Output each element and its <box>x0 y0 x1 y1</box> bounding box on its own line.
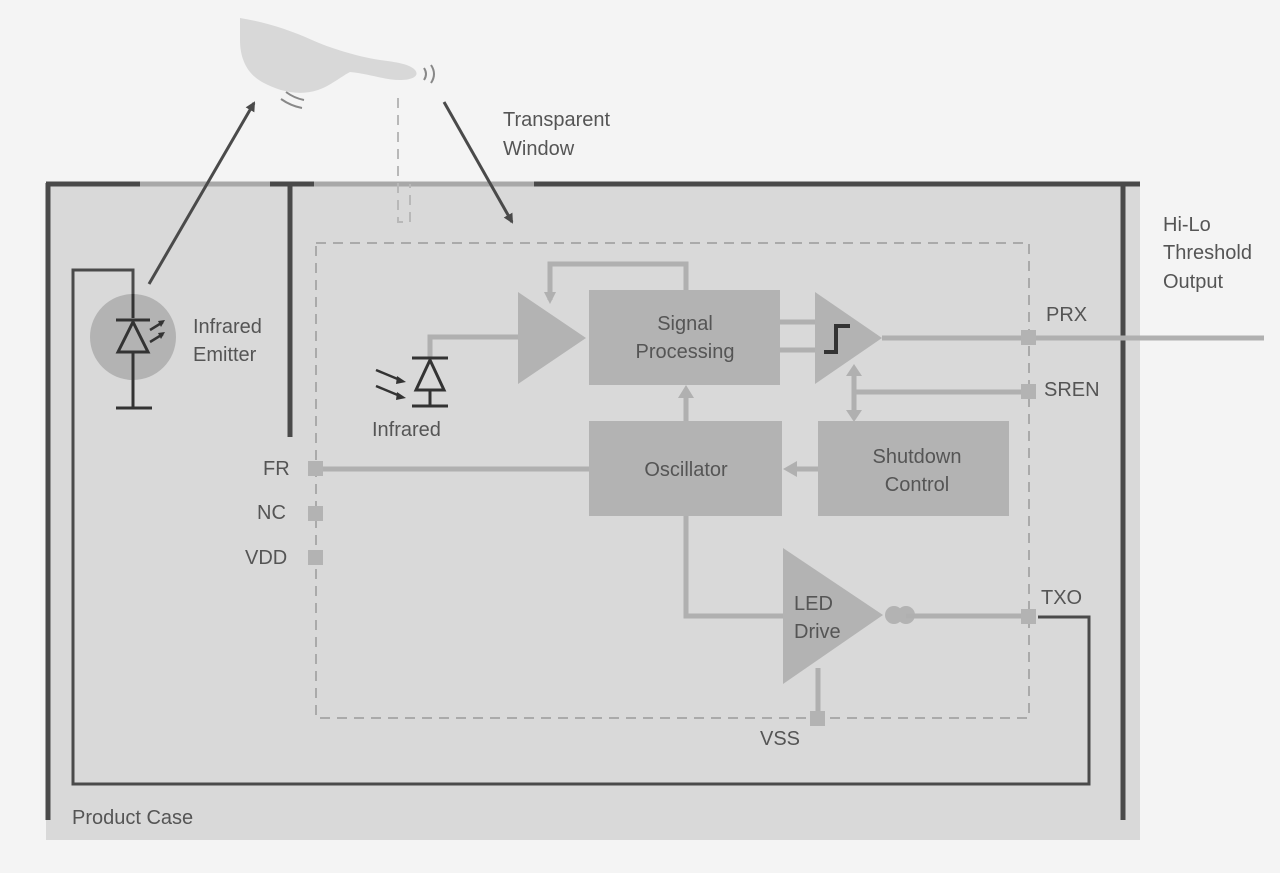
emitter-loop-wire <box>71 268 1091 786</box>
hysteresis-icon <box>824 324 850 354</box>
led-drive <box>783 548 883 684</box>
ambient-path-dashed <box>397 98 411 223</box>
txo-label: TXO <box>1041 587 1082 609</box>
comparator <box>815 292 882 384</box>
nc-pin <box>308 506 323 521</box>
amplifier <box>518 292 586 384</box>
prx-pin <box>1021 330 1036 345</box>
reflected-ir-arrow <box>442 101 514 224</box>
window-label-line2: Window <box>503 138 575 160</box>
fr-label: FR <box>263 458 290 480</box>
fr-pin <box>308 461 323 476</box>
output-label-line1: Hi-Lo <box>1163 214 1211 236</box>
nc-label: NC <box>257 502 286 524</box>
vss-label: VSS <box>760 728 800 750</box>
led-drive-label-line1: LED <box>794 593 833 615</box>
sren-label: SREN <box>1044 379 1100 401</box>
txo-pin <box>1021 609 1036 624</box>
product-case-label: Product Case <box>72 807 193 829</box>
emitter-label-line1: Infrared <box>193 316 262 338</box>
osc-to-led-wire <box>683 516 785 619</box>
signal-processing-block <box>589 290 780 385</box>
window-label-line1: Transparent <box>503 109 611 131</box>
signal-processing-label-line1: Signal <box>657 313 713 335</box>
signal-processing-label-line2: Processing <box>636 341 735 363</box>
output-label-line3: Output <box>1163 271 1223 293</box>
vdd-pin <box>308 550 323 565</box>
receiver-label: Infrared <box>372 419 441 441</box>
vdd-label: VDD <box>245 547 287 569</box>
infrared-photodiode <box>375 334 520 408</box>
hand-proximity-icon <box>240 18 435 109</box>
output-label-line2: Threshold <box>1163 242 1252 264</box>
led-drive-label-line2: Drive <box>794 621 841 643</box>
vss-pin <box>810 711 825 726</box>
shutdown-control-block <box>818 421 1009 516</box>
prx-label: PRX <box>1046 304 1087 326</box>
sren-arrow-down <box>846 410 862 422</box>
oscillator-block <box>589 421 782 516</box>
shutdown-label-line1: Shutdown <box>873 446 962 468</box>
infrared-emitter <box>90 294 176 410</box>
sren-arrow-up <box>846 364 862 376</box>
emitted-ir-arrow <box>147 101 256 285</box>
shutdown-to-osc-arrow <box>783 461 797 477</box>
osc-to-sp-arrow <box>678 385 694 398</box>
sren-pin <box>1021 384 1036 399</box>
shutdown-label-line2: Control <box>885 474 949 496</box>
emitter-label-line2: Emitter <box>193 344 257 366</box>
oscillator-label: Oscillator <box>644 459 728 481</box>
feedback-wire <box>544 261 689 304</box>
